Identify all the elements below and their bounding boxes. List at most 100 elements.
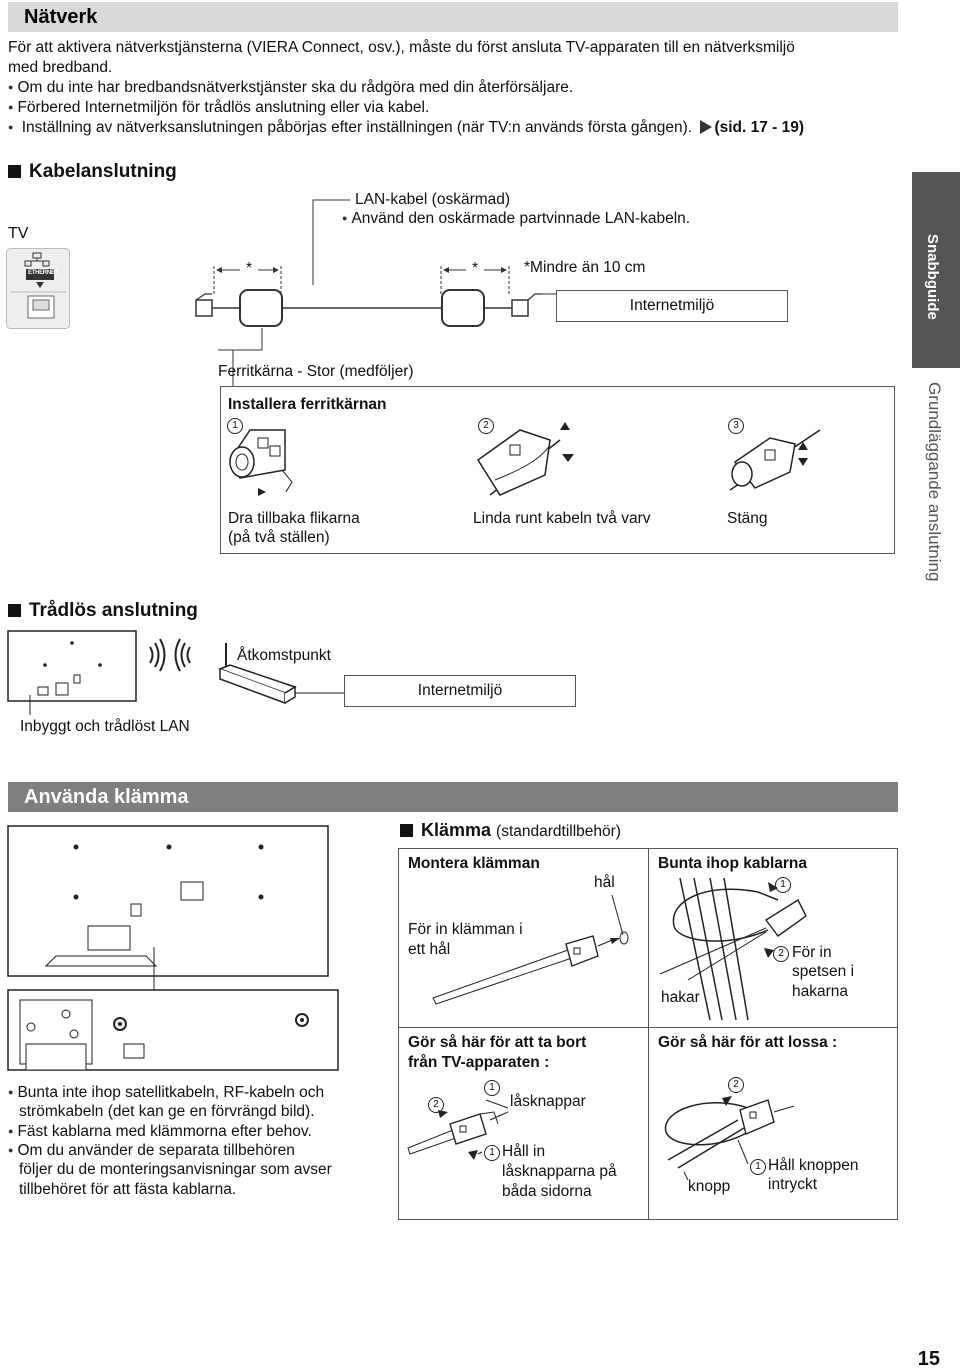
intro-text-line1: För att aktivera nätverkstjänsterna (VIE… — [8, 39, 795, 56]
step-circle: 1 — [484, 1080, 500, 1096]
hold-knob-text: intryckt — [768, 1176, 818, 1193]
bundle-step2-text: hakarna — [792, 983, 849, 1000]
clamp-note: strömkabeln (det kan ge en förvrängd bil… — [19, 1103, 315, 1120]
page-number: 15 — [917, 1348, 940, 1370]
step-circle: 2 — [478, 418, 494, 434]
wireless-title-text: Trådlös anslutning — [29, 600, 198, 621]
bundle-cables-illustration — [659, 877, 807, 1021]
side-tab-label: Grundläggande anslutning — [925, 382, 944, 582]
square-bullet-icon — [400, 824, 413, 837]
arrow-icon — [700, 120, 713, 134]
asterisk-mark: * — [240, 259, 258, 279]
step-number-1: 1 — [484, 1078, 500, 1096]
clamp-subtitle-normal: (standardtillbehör) — [496, 823, 621, 840]
insert-clamp-text: För in klämman i — [408, 921, 523, 938]
step-number-2: 2 — [428, 1095, 444, 1113]
clamp-subtitle: Klämma (standardtillbehör) — [400, 820, 621, 841]
step-circle: 2 — [728, 1077, 744, 1093]
step-circle: 1 — [750, 1159, 766, 1175]
step-circle: 3 — [728, 418, 744, 434]
remove-clamp-illustration — [407, 1099, 509, 1160]
ethernet-port-illustration — [6, 248, 70, 329]
side-tab-basic-connection[interactable]: Grundläggande anslutning — [912, 368, 960, 630]
grid-divider — [398, 1027, 898, 1028]
bullet-item: Om du inte har bredbandsnätverkstjänster… — [8, 78, 573, 98]
section-header-clamp: Använda klämma — [8, 782, 898, 812]
lan-cable-note: Använd den oskärmade partvinnade LAN-kab… — [342, 209, 690, 229]
builtin-wireless-lan-label: Inbyggt och trådlöst LAN — [20, 718, 190, 735]
clamp-note: Fäst kablarna med klämmorna efter behov. — [8, 1122, 311, 1142]
intro-text-line2: med bredband. — [8, 59, 113, 76]
step-number-2: 2 — [773, 944, 789, 962]
step-circle: 2 — [773, 946, 789, 962]
insert-clamp-text: ett hål — [408, 941, 451, 958]
step2-text: Linda runt kabeln två varv — [473, 510, 651, 527]
wireless-diagram — [7, 630, 345, 715]
tv-rear-illustration — [7, 825, 339, 1071]
step-circle: 1 — [484, 1145, 500, 1161]
internet-environment-box: Internetmiljö — [344, 675, 576, 707]
side-tab-label: Snabbguide — [924, 234, 941, 320]
cable-diagram-lines — [195, 199, 556, 386]
access-point-label: Åtkomstpunkt — [237, 647, 331, 664]
bullet-text: Inställning av nätverksanslutningen påbö… — [21, 119, 693, 136]
lock-buttons-label: låsknappar — [510, 1093, 586, 1110]
step1-text: (på två ställen) — [228, 529, 330, 546]
ferrite-closed-illustration — [729, 429, 821, 491]
ferrite-steps-illustration — [229, 422, 821, 496]
bundle-step2-text: För in — [792, 944, 832, 961]
lan-cable-label: LAN-kabel (oskärmad) — [355, 191, 511, 208]
step3-text: Stäng — [727, 510, 768, 527]
install-ferrite-box — [220, 386, 895, 554]
length-note: *Mindre än 10 cm — [524, 259, 646, 276]
clamp-note: Om du använder de separata tillbehören — [8, 1141, 294, 1161]
cable-title-text: Kabelanslutning — [29, 161, 177, 182]
hold-lock-text: båda sidorna — [502, 1183, 592, 1200]
clamp-note: Bunta inte ihop satellitkabeln, RF-kabel… — [8, 1083, 324, 1103]
ferrite-open-illustration — [229, 429, 293, 496]
step-circle: 2 — [428, 1097, 444, 1113]
bullet-item: Förbered Internetmiljön för trådlös ansl… — [8, 98, 429, 118]
clamp-mount-illustration — [432, 894, 629, 1005]
hole-label: hål — [594, 874, 615, 891]
step-circle: 1 — [775, 877, 791, 893]
section-title-cable: Kabelanslutning — [8, 161, 177, 183]
section-title-wireless: Trådlös anslutning — [8, 600, 198, 622]
mount-clamp-title: Montera klämman — [408, 855, 540, 872]
step-number-1: 1 — [484, 1143, 500, 1161]
step-number-2: 2 — [728, 1075, 744, 1093]
clamp-note: följer du de monteringsanvisningar som a… — [19, 1161, 332, 1178]
bundle-step2-text: spetsen i — [792, 963, 855, 980]
internet-environment-box: Internetmiljö — [556, 290, 788, 322]
page-reference-link[interactable]: (sid. 17 - 19) — [714, 119, 805, 136]
tv-label: TV — [8, 225, 29, 242]
hooks-label: hakar — [661, 989, 700, 1006]
internet-environment-label: Internetmiljö — [417, 682, 503, 699]
section-header-network: Nätverk — [8, 2, 898, 32]
step1-text: Dra tillbaka flikarna — [228, 510, 360, 527]
asterisk-mark: * — [466, 259, 484, 279]
clamp-note: tillbehöret för att fästa kablarna. — [19, 1181, 237, 1198]
square-bullet-icon — [8, 165, 21, 178]
step-number-1: 1 — [750, 1157, 766, 1175]
loosen-clamp-illustration — [664, 1096, 795, 1181]
step-circle: 1 — [227, 418, 243, 434]
ethernet-label: ETHERNET — [28, 270, 58, 276]
grid-divider — [648, 848, 649, 1220]
square-bullet-icon — [8, 604, 21, 617]
network-icon — [24, 252, 50, 267]
side-tab-quick-guide[interactable]: Snabbguide — [912, 172, 960, 368]
bullet-item: Inställning av nätverksanslutningen påbö… — [8, 118, 804, 138]
step-number-2: 2 — [478, 416, 494, 434]
bundle-cables-title: Bunta ihop kablarna — [658, 855, 807, 872]
hold-lock-text: låsknapparna på — [502, 1163, 617, 1180]
step-number-1: 1 — [775, 875, 791, 893]
remove-clamp-title: från TV-apparaten : — [408, 1054, 550, 1071]
install-ferrite-title: Installera ferritkärnan — [228, 396, 387, 413]
step-number-3: 3 — [728, 416, 744, 434]
remove-clamp-title: Gör så här för att ta bort — [408, 1034, 587, 1051]
knob-label: knopp — [688, 1178, 731, 1195]
hold-knob-text: Håll knoppen — [768, 1157, 859, 1174]
step-number-1: 1 — [227, 416, 243, 434]
wifi-waves-icon — [149, 638, 191, 672]
